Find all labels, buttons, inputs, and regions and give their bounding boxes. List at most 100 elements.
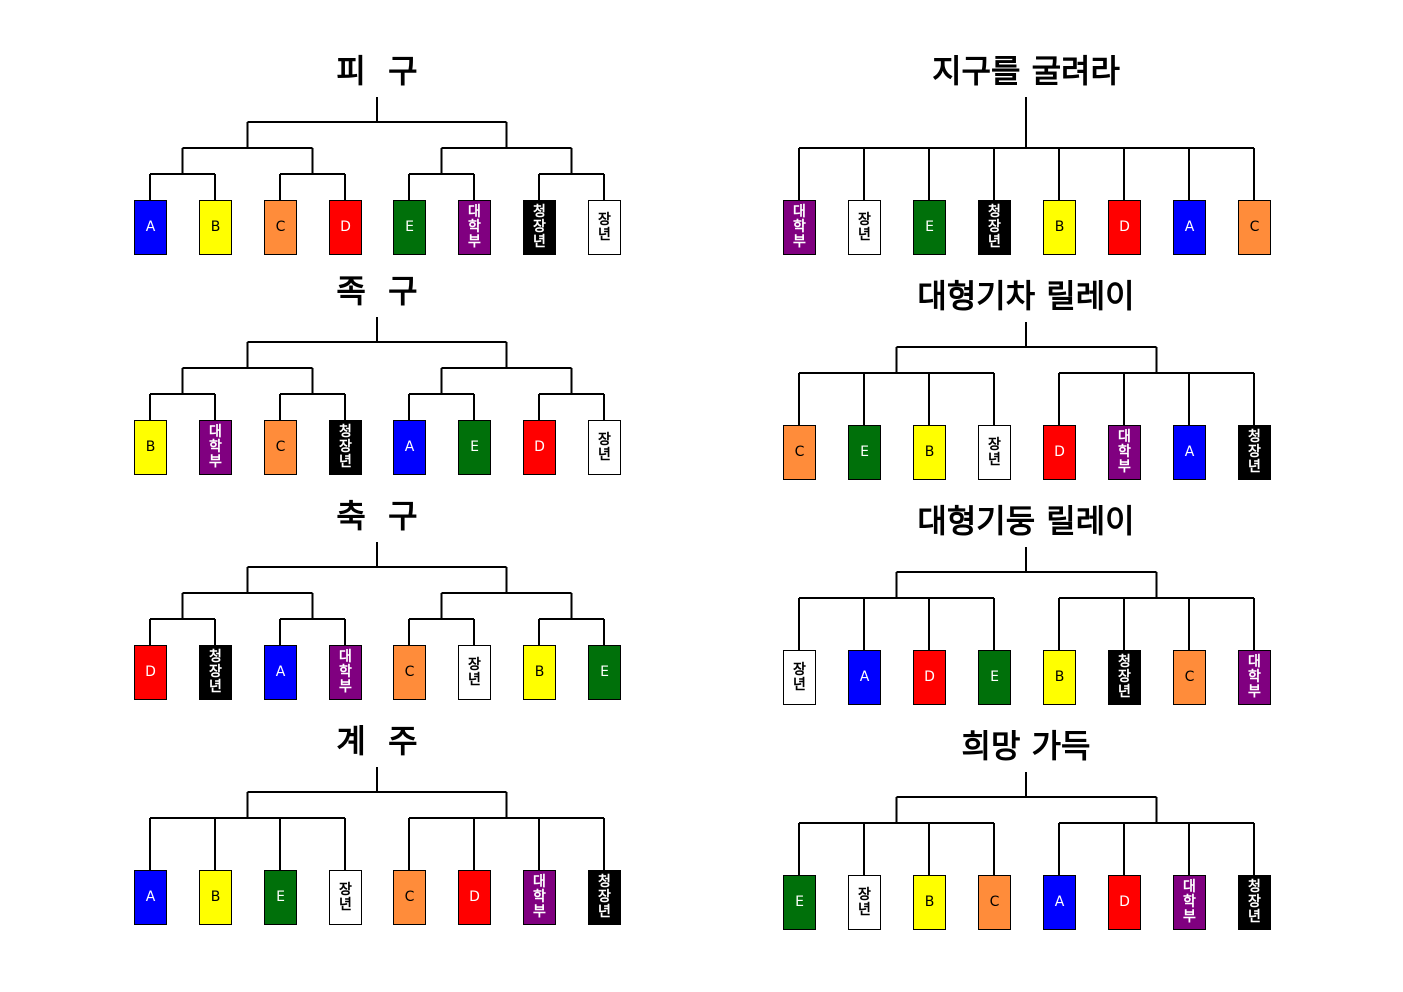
team-box: 청장년 [1238, 425, 1271, 480]
team-box: B [134, 420, 167, 475]
team-label: C [1184, 669, 1195, 685]
team-box: A [1043, 875, 1076, 930]
team-box: B [913, 875, 946, 930]
team-box: B [913, 425, 946, 480]
team-box: 장년 [588, 200, 621, 255]
team-label: 청장년 [988, 204, 1001, 250]
team-box: D [134, 645, 167, 700]
team-box: D [1043, 425, 1076, 480]
team-box: 대학부 [329, 645, 362, 700]
team-box: 장년 [848, 200, 881, 255]
team-label: E [990, 669, 999, 685]
team-label: B [210, 219, 221, 235]
team-label: 장년 [339, 881, 352, 913]
team-label: 청장년 [1118, 654, 1131, 700]
team-box: 청장년 [199, 645, 232, 700]
team-box: E [978, 650, 1011, 705]
team-label: B [1054, 219, 1065, 235]
team-box: A [848, 650, 881, 705]
team-box: B [523, 645, 556, 700]
team-box: C [264, 420, 297, 475]
team-box: 대학부 [1238, 650, 1271, 705]
team-label: D [1054, 444, 1065, 460]
team-label: 대학부 [1248, 654, 1261, 700]
team-box: 장년 [588, 420, 621, 475]
team-label: 장년 [793, 661, 806, 693]
team-box: 장년 [978, 425, 1011, 480]
team-label: 대학부 [1183, 879, 1196, 925]
team-box: 장년 [848, 875, 881, 930]
team-box: 대학부 [1108, 425, 1141, 480]
team-label: C [1249, 219, 1260, 235]
team-box: B [1043, 200, 1076, 255]
team-box: 대학부 [199, 420, 232, 475]
team-label: A [145, 219, 156, 235]
bracket-title: 계 주 [336, 722, 418, 760]
team-box: C [978, 875, 1011, 930]
team-label: D [340, 219, 351, 235]
team-box: 대학부 [783, 200, 816, 255]
team-box: 장년 [783, 650, 816, 705]
team-box: B [1043, 650, 1076, 705]
team-label: B [534, 664, 545, 680]
team-label: 청장년 [209, 649, 222, 695]
team-label: A [859, 669, 870, 685]
team-box: 청장년 [523, 200, 556, 255]
team-label: D [1119, 894, 1130, 910]
team-box: C [1238, 200, 1271, 255]
team-label: B [924, 444, 935, 460]
team-label: B [924, 894, 935, 910]
team-label: A [1184, 219, 1195, 235]
team-box: 청장년 [1108, 650, 1141, 705]
team-label: 장년 [988, 436, 1001, 468]
team-box: E [588, 645, 621, 700]
team-box: D [329, 200, 362, 255]
team-box: E [783, 875, 816, 930]
team-label: 대학부 [468, 204, 481, 250]
team-box: D [1108, 875, 1141, 930]
team-label: 장년 [858, 211, 871, 243]
team-label: 청장년 [1248, 879, 1261, 925]
team-label: 청장년 [598, 874, 611, 920]
team-box: 장년 [329, 870, 362, 925]
team-label: A [1054, 894, 1065, 910]
team-label: D [924, 669, 935, 685]
team-label: 장년 [598, 211, 611, 243]
team-label: 장년 [468, 656, 481, 688]
team-box: D [458, 870, 491, 925]
team-box: D [523, 420, 556, 475]
team-box: 청장년 [1238, 875, 1271, 930]
team-label: D [469, 889, 480, 905]
team-label: C [275, 439, 286, 455]
bracket-title: 지구를 굴려라 [932, 52, 1120, 90]
team-label: E [470, 439, 479, 455]
team-label: 장년 [598, 431, 611, 463]
team-label: D [145, 664, 156, 680]
bracket-title: 대형기차 릴레이 [917, 277, 1135, 315]
team-box: E [393, 200, 426, 255]
team-box: 장년 [458, 645, 491, 700]
team-label: A [1184, 444, 1195, 460]
team-label: C [275, 219, 286, 235]
team-box: 청장년 [978, 200, 1011, 255]
team-label: C [989, 894, 1000, 910]
team-box: E [848, 425, 881, 480]
team-box: B [199, 200, 232, 255]
team-box: E [913, 200, 946, 255]
team-box: A [1173, 200, 1206, 255]
team-box: A [1173, 425, 1206, 480]
team-label: E [925, 219, 934, 235]
team-label: D [1119, 219, 1130, 235]
team-box: C [264, 200, 297, 255]
team-box: A [264, 645, 297, 700]
team-box: C [393, 870, 426, 925]
team-label: 대학부 [339, 649, 352, 695]
team-label: E [405, 219, 414, 235]
bracket-title: 족 구 [336, 272, 418, 310]
bracket-title: 희망 가득 [961, 727, 1091, 765]
team-box: 대학부 [1173, 875, 1206, 930]
team-label: 장년 [858, 886, 871, 918]
team-box: C [1173, 650, 1206, 705]
team-label: E [860, 444, 869, 460]
